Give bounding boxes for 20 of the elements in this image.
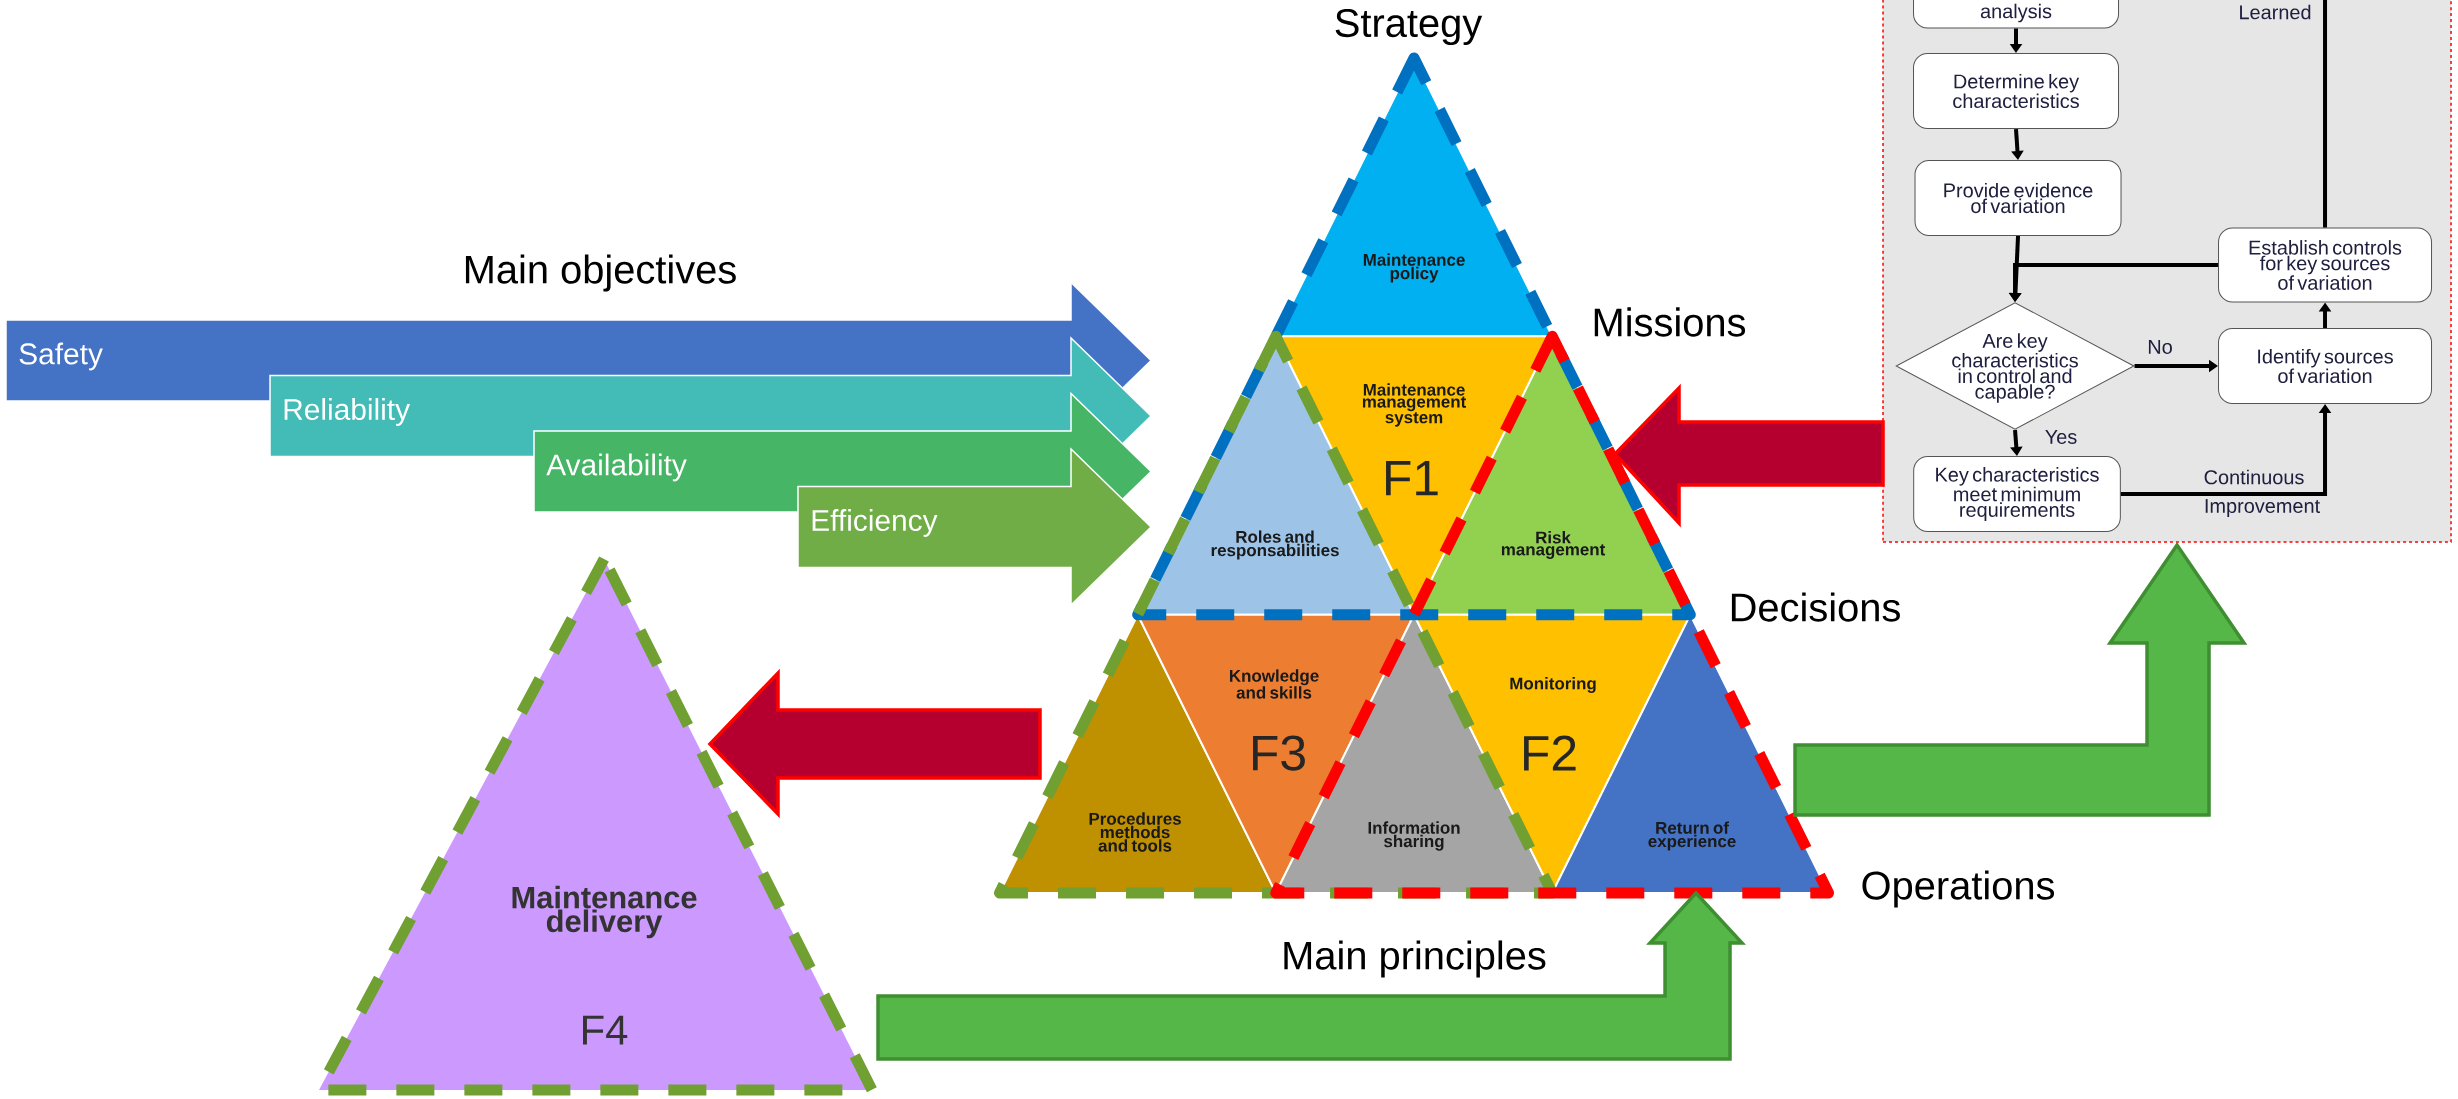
level-label: Operations	[1862, 870, 2055, 908]
process-box: analysis	[1913, 0, 2120, 29]
flow-label: Learned	[2240, 4, 2311, 20]
process-box: Identify sources of variation	[2218, 328, 2433, 404]
flow-label: Continuous	[2204, 469, 2304, 485]
triangle-segment: Maintenance policy	[1274, 57, 1554, 338]
edge-label: Yes	[2043, 429, 2079, 445]
block-arrow	[1612, 383, 1885, 528]
arrow-band: Efficiency	[797, 447, 1153, 607]
process-box: Key characteristics meet minimum requirements	[1913, 456, 2121, 532]
flow-label: Improvement	[2205, 499, 2320, 517]
block-arrow	[876, 890, 1746, 1061]
level-label: Missions	[1594, 307, 1746, 337]
edge-label: Main principles	[1280, 939, 1548, 979]
edge-label: No	[2146, 339, 2174, 355]
block-arrow	[1793, 541, 2248, 817]
process-box: Establish controls for key sources of variation	[2218, 227, 2433, 303]
process-box: Provide evidence of variation	[1914, 160, 2122, 236]
process-box: Determine key characteristics	[1913, 53, 2120, 129]
block-arrow	[707, 668, 1042, 819]
